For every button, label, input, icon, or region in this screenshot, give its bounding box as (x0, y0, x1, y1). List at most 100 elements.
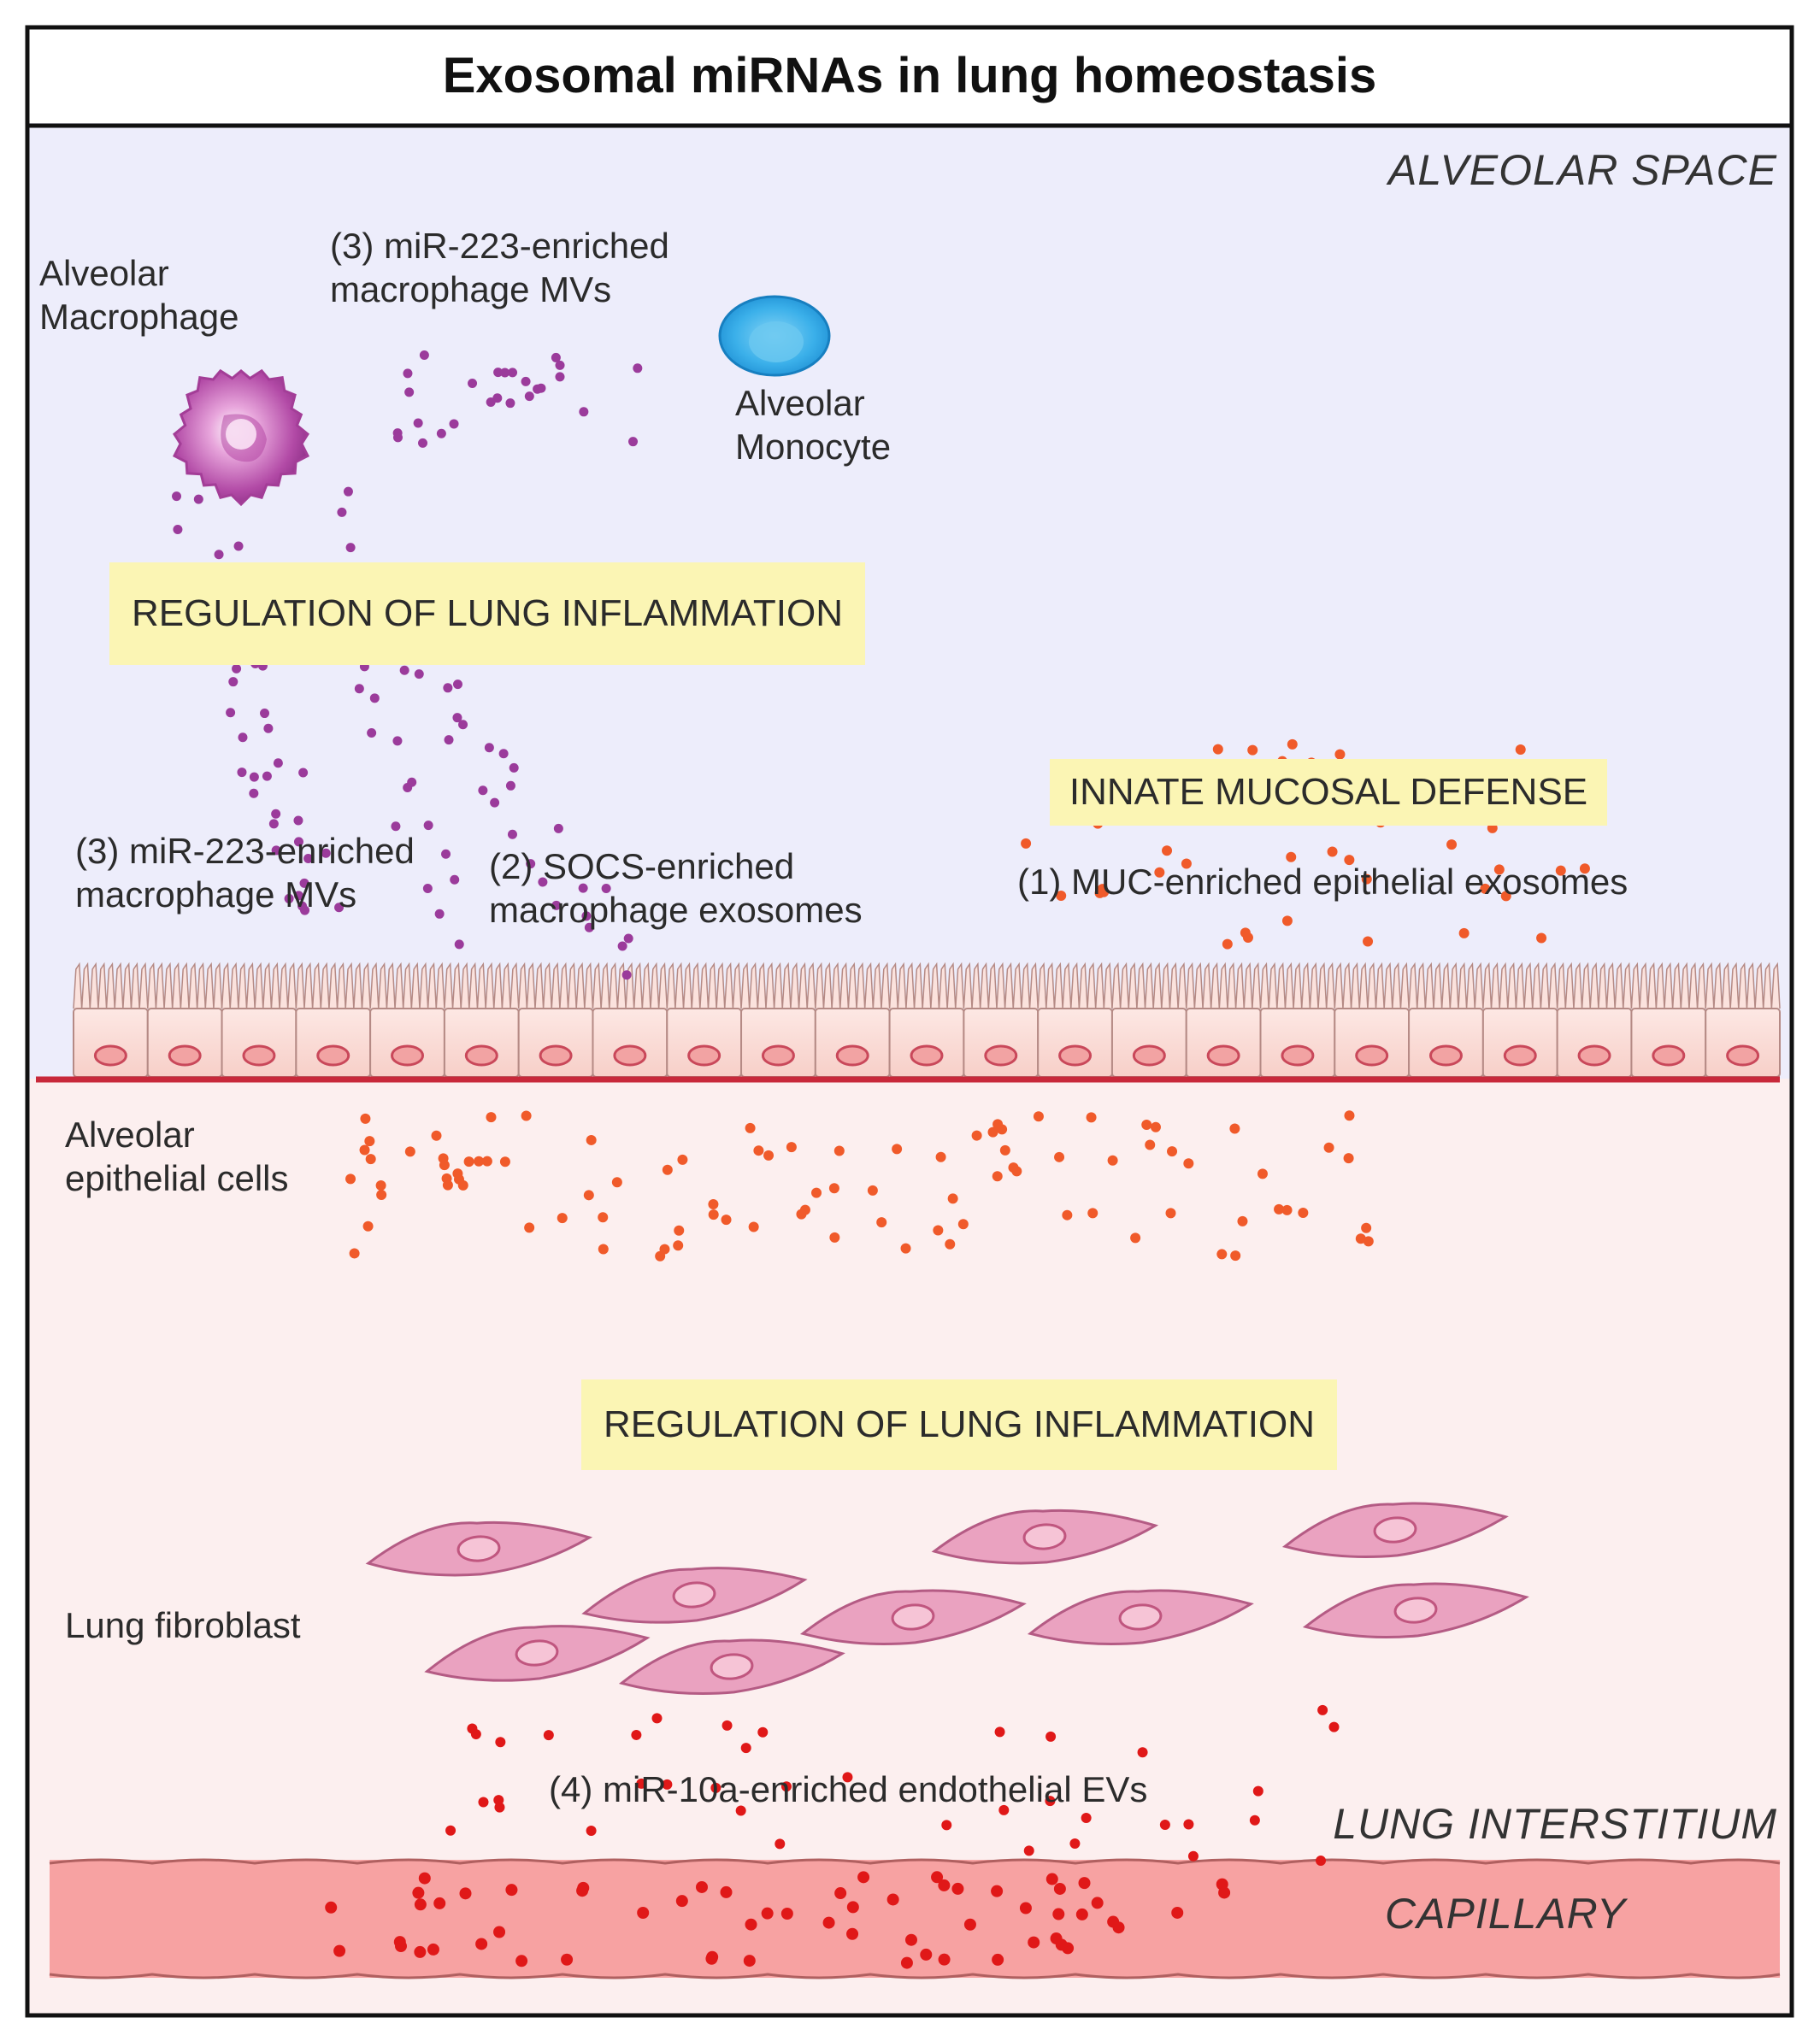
fibroblast-cells (365, 1502, 1529, 1696)
epithelial-exosome-dot (365, 1154, 376, 1165)
epithelial-exosome-dot (933, 1225, 944, 1236)
endothelial-ev-dot (637, 1906, 650, 1919)
epithelial-exosome-dot (1458, 927, 1470, 938)
macrophage-mv-dot (369, 693, 380, 703)
macrophage-exosome-dot (581, 911, 592, 921)
epithelial-cell (146, 962, 223, 1078)
endothelial-ev-dot (1316, 1856, 1327, 1867)
macrophage-mv-dot (334, 903, 345, 913)
epithelial-cell (1556, 962, 1633, 1078)
epithelial-exosome-dot (662, 1164, 673, 1175)
macrophage-mv-dot (441, 849, 451, 859)
epithelial-exosome-dot (360, 1113, 371, 1124)
epithelial-exosome-dot (763, 1150, 775, 1161)
lung-fibroblast-label: Lung fibroblast (65, 1605, 301, 1645)
epithelial-exosome-dot (375, 1179, 386, 1191)
macrophage-mv-dot (249, 772, 259, 782)
endothelial-ev-dot (938, 1879, 951, 1891)
epithelial-exosome-dot (349, 1248, 360, 1259)
macrophage-mv-dot (551, 352, 561, 362)
muc-exosomes-label: (1) MUC-enriched epithelial exosomes (1017, 862, 1629, 902)
macrophage-mv-dot (407, 777, 417, 787)
epithelial-exosome-dot (786, 1142, 797, 1153)
endothelial-ev-dot (992, 1953, 1004, 1966)
macrophage-exosome-dot (601, 883, 611, 893)
macrophage-exosome-dot (526, 859, 536, 869)
epithelial-exosome-dot (376, 1190, 387, 1201)
endothelial-ev-dot (963, 1918, 976, 1931)
macrophage-mv-dot (193, 494, 203, 504)
epithelial-exosome-dot (1212, 744, 1223, 755)
endothelial-ev-dot (1137, 1747, 1148, 1758)
epithelial-exosome-dot (892, 1144, 903, 1155)
epithelial-exosome-dot (1323, 1142, 1334, 1153)
epithelial-exosome-dot (828, 1183, 839, 1194)
endothelial-ev-dot (1317, 1704, 1328, 1715)
macrophage-mv-dot (262, 771, 272, 781)
epithelial-cell (1110, 962, 1187, 1078)
capillary-label: CAPILLARY (1385, 1890, 1627, 1938)
epithelial-exosome-dot (992, 1119, 1004, 1130)
epithelial-cell (369, 962, 445, 1078)
endothelial-ev-dot (1328, 1721, 1340, 1732)
fibroblast-cell (1302, 1582, 1529, 1639)
epithelial-exosome-dot (945, 1238, 956, 1250)
macrophage-mv-dot (214, 550, 224, 560)
epithelial-cell (1481, 962, 1558, 1078)
endothelial-ev-dot (695, 1880, 708, 1893)
macrophage-mv-dot (579, 407, 589, 417)
epithelial-exosome-dot (1480, 883, 1491, 894)
macrophage-mv-dot (298, 768, 309, 778)
macrophage-mv-dot (413, 418, 423, 428)
epithelial-exosome-dot (1216, 1249, 1228, 1260)
macrophage-mv-dot (555, 372, 565, 382)
endothelial-ev-dot (1028, 1936, 1040, 1949)
endothelial-ev-dot (710, 1782, 722, 1793)
macrophage-mv-dot (536, 383, 546, 393)
macrophage-exosome-dot (553, 823, 563, 833)
alveolar-epithelial-cells-label-line2: epithelial cells (65, 1158, 289, 1199)
epithelial-exosome-dot (745, 1122, 756, 1133)
endothelial-ev-dot (1045, 1873, 1058, 1885)
macrophage-mv-dot (434, 909, 445, 919)
mvs-bottom-label-line2: macrophage MVs (75, 874, 357, 915)
alveolar-macrophage-label-line1: Alveolar (39, 253, 169, 293)
epithelial-exosome-dot (1021, 838, 1032, 849)
macrophage-mv-dot (418, 438, 428, 448)
endothelial-ev-dot (745, 1918, 757, 1931)
endothelial-ev-dot (475, 1938, 488, 1950)
macrophage-mv-dot (293, 837, 303, 847)
epithelial-exosome-dot (753, 1145, 764, 1156)
epithelial-cell (295, 962, 372, 1078)
macrophage-mv-dot (468, 379, 478, 389)
endothelial-ev-dot (705, 1952, 718, 1965)
fibroblast-cell (424, 1625, 651, 1682)
epithelial-exosome-dot (1150, 1121, 1161, 1132)
endothelial-ev-dot (495, 1737, 506, 1748)
epithelial-exosome-dot (362, 1220, 374, 1232)
epithelial-exosome-dot (1240, 927, 1251, 938)
epithelial-exosome-dot (674, 1225, 685, 1236)
macrophage-exosome-dot (578, 883, 588, 893)
macrophage-mv-dot (555, 360, 565, 370)
endothelial-ev-dot (1171, 1906, 1184, 1919)
mvs-top-label: (3) miR-223-enriched macrophage MVs (330, 224, 669, 311)
epithelial-exosome-dot (598, 1212, 609, 1223)
mvs-top-label-line2: macrophage MVs (330, 269, 612, 310)
epithelial-exosome-dot (708, 1199, 719, 1210)
epithelial-exosome-dot (1183, 1158, 1194, 1169)
epithelial-exosome-dot (999, 1144, 1010, 1156)
epithelial-exosome-dot (1327, 846, 1338, 857)
endothelial-ev-dot (842, 1772, 853, 1783)
endothelial-ev-dot (586, 1825, 597, 1836)
socs-exosomes-label: (2) SOCS-enriched macrophage exosomes (489, 844, 863, 932)
endothelial-ev-dot (834, 1887, 847, 1900)
fibroblast-cell (1281, 1502, 1509, 1559)
capillary-vessel (49, 1858, 1781, 1979)
epithelial-exosome-dot (935, 1151, 946, 1162)
epithelial-exosome-dot (1493, 864, 1505, 875)
macrophage-mv-dot (367, 727, 377, 738)
endothelial-ev-dot (780, 1908, 793, 1920)
macrophage-mv-dot (524, 391, 534, 402)
